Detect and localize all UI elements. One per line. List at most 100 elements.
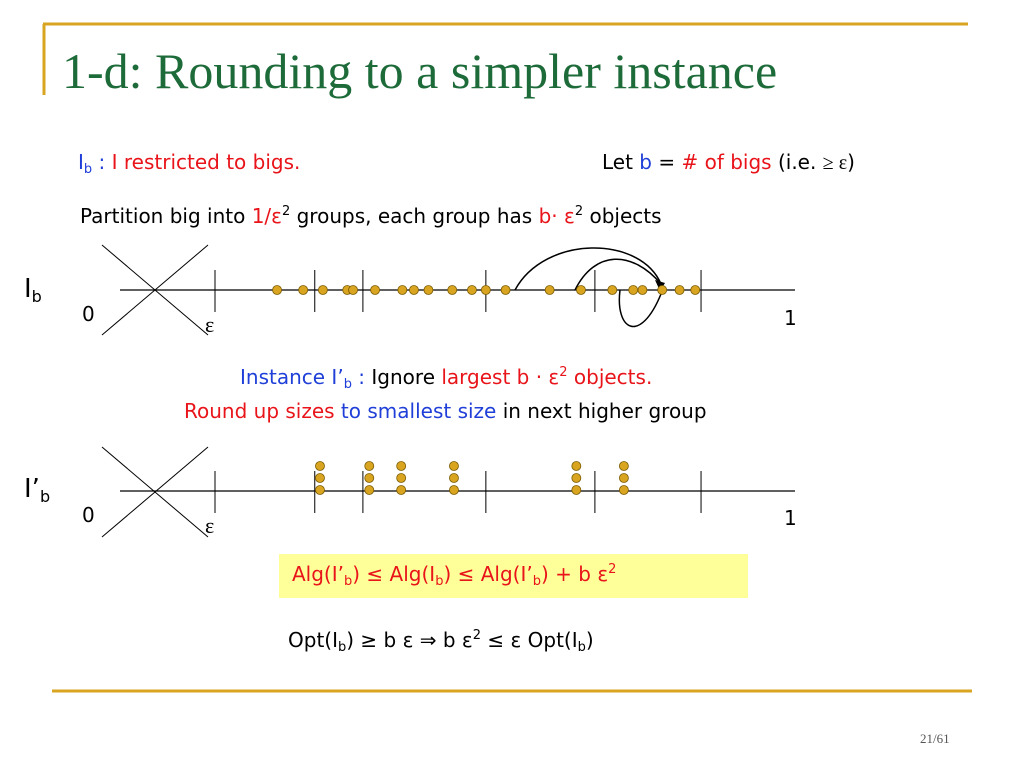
axis2-dot bbox=[396, 461, 407, 471]
axis2-subscript: b bbox=[39, 487, 51, 506]
axis2-label: I’b bbox=[24, 474, 50, 506]
axis2-dot bbox=[571, 473, 582, 483]
group-count: 1/ε bbox=[251, 204, 282, 228]
axis1-dot bbox=[480, 285, 491, 295]
smallest-text: to smallest bbox=[334, 399, 458, 423]
group-size: b· ε bbox=[538, 204, 575, 228]
axis1-zero: 0 bbox=[82, 302, 95, 326]
axis2-dot bbox=[315, 461, 325, 471]
squared: 2 bbox=[281, 204, 291, 219]
round-up-text: Round up sizes bbox=[184, 399, 335, 423]
axis1-dot bbox=[690, 285, 701, 295]
page-number: 21/61 bbox=[920, 731, 950, 746]
axis1-one: 1 bbox=[784, 306, 797, 330]
axis2-dot bbox=[449, 461, 459, 471]
axis2-dot bbox=[364, 485, 375, 495]
instance-colon: : bbox=[351, 365, 372, 389]
axis2-dot bbox=[619, 461, 629, 471]
axis1-dot bbox=[467, 285, 477, 295]
partition-text: Partition big into bbox=[80, 204, 252, 228]
instance-statement: Instance I’b : Ignore largest b · ε2 obj… bbox=[240, 365, 652, 392]
ib-description: I restricted to bigs. bbox=[105, 150, 301, 174]
round-statement: Round up sizes to smallest size in next … bbox=[184, 399, 707, 423]
axis1-dot bbox=[637, 285, 648, 295]
axis1-dot bbox=[423, 285, 434, 295]
ie-text: (i.e. bbox=[771, 150, 823, 174]
axis2-one: 1 bbox=[784, 506, 797, 530]
axis2-dot bbox=[449, 473, 459, 483]
ib-definition: Ib : I restricted to bigs. bbox=[78, 150, 300, 177]
axis1-dot bbox=[607, 285, 618, 295]
opt-part-c: ) ≥ b ε ⇒ b ε bbox=[346, 628, 473, 652]
instance-subscript: b bbox=[343, 377, 352, 392]
axis2-cross-b bbox=[101, 446, 209, 538]
axis1-dot bbox=[272, 285, 282, 295]
axis1-dot bbox=[317, 285, 328, 295]
axis1-dot bbox=[397, 285, 408, 295]
axis1-subscript: b bbox=[31, 287, 42, 306]
bigs-count: # of bigs bbox=[681, 150, 772, 174]
arrow-head bbox=[655, 280, 665, 291]
arc-mid bbox=[574, 258, 662, 291]
ineq-sub-3: b bbox=[532, 574, 541, 589]
instance-label: Instance I’ bbox=[240, 365, 344, 389]
next-group-text: in next higher group bbox=[496, 399, 707, 423]
let-word: Let bbox=[602, 150, 640, 174]
ineq-squared: 2 bbox=[608, 562, 617, 577]
ineq-part-e: ) ≤ Alg(I’ bbox=[443, 562, 533, 586]
squared-2: 2 bbox=[574, 204, 584, 219]
axis1-dot bbox=[576, 285, 586, 295]
ge-symbol: ≥ bbox=[822, 152, 834, 174]
epsilon-symbol: ε bbox=[833, 152, 848, 174]
ineq-part-c: ) ≤ Alg(I bbox=[352, 562, 436, 586]
axis2-dot bbox=[315, 473, 325, 483]
ineq-sub-2: b bbox=[435, 574, 444, 589]
axis1-dot bbox=[447, 285, 458, 295]
inequality-highlight bbox=[279, 554, 748, 598]
opt-relation: Opt(Ib) ≥ b ε ⇒ b ε2 ≤ ε Opt(Ib) bbox=[288, 628, 594, 655]
axis2-dot bbox=[364, 473, 375, 483]
alg-inequality: Alg(I’b) ≤ Alg(Ib) ≤ Alg(I’b) + b ε2 bbox=[292, 562, 616, 589]
axis2-epsilon: ε bbox=[205, 513, 215, 538]
axis2-dot bbox=[396, 473, 407, 483]
axis1-label: Ib bbox=[24, 274, 42, 306]
groups-text: groups, each group has bbox=[290, 204, 539, 228]
axis1-dot bbox=[500, 285, 511, 295]
axis2-dot bbox=[315, 485, 325, 495]
axis2-dot bbox=[619, 485, 629, 495]
axis2-dot bbox=[571, 461, 582, 471]
axis1-dot bbox=[409, 285, 419, 295]
opt-sub-2: b bbox=[577, 640, 586, 655]
ineq-part-g: ) + b ε bbox=[541, 562, 609, 586]
axis2-dot bbox=[396, 485, 407, 495]
opt-sub-1: b bbox=[337, 640, 347, 655]
arc-bottom bbox=[618, 289, 662, 328]
axis2-dot bbox=[571, 485, 582, 495]
axis2-zero: 0 bbox=[82, 503, 95, 527]
close-paren: ) bbox=[847, 150, 855, 174]
axis1-dot bbox=[544, 285, 555, 295]
partition-statement: Partition big into 1/ε2 groups, each gro… bbox=[80, 204, 662, 228]
ignore-word: Ignore bbox=[371, 365, 442, 389]
axis1-dot bbox=[674, 285, 685, 295]
axis1-epsilon: ε bbox=[205, 312, 215, 337]
opt-part-g: ) bbox=[585, 628, 594, 652]
slide-title: 1-d: Rounding to a simpler instance bbox=[62, 43, 778, 99]
ineq-sub-1: b bbox=[344, 574, 353, 589]
size-word: size bbox=[457, 399, 497, 423]
ib-subscript: b bbox=[83, 162, 93, 177]
largest-objects: largest b · ε bbox=[441, 365, 560, 389]
axis2-dot bbox=[364, 461, 375, 471]
axis1-dot bbox=[370, 285, 380, 295]
axis1-dot bbox=[657, 285, 668, 295]
objects-word: objects. bbox=[567, 365, 653, 389]
opt-part-e: ≤ ε Opt(I bbox=[481, 628, 578, 652]
ib-colon: : bbox=[92, 150, 106, 174]
objects-text: objects bbox=[583, 204, 662, 228]
equals-sign: = bbox=[652, 150, 682, 174]
axis1-dot bbox=[298, 285, 309, 295]
b-definition: Let b = # of bigs (i.e. ≥ ε) bbox=[602, 150, 855, 175]
